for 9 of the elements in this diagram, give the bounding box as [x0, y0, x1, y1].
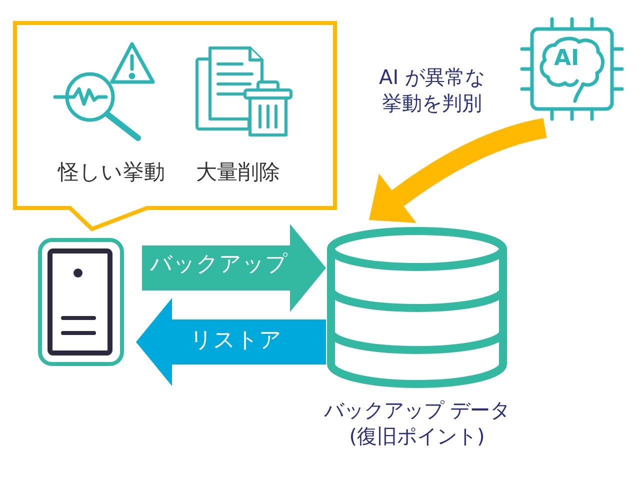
edge-label: リストア — [190, 327, 282, 355]
label: AI — [554, 48, 580, 70]
block-arrow — [136, 298, 326, 386]
label: AI が異常な挙動を判別 — [378, 64, 486, 116]
label: 大量削除 — [196, 159, 280, 186]
edge-label: バックアップ — [150, 251, 288, 279]
label: 怪しい挙動 — [58, 159, 165, 186]
block-arrow — [368, 118, 547, 224]
label: バックアップ データ(復旧ポイント) — [322, 397, 512, 449]
